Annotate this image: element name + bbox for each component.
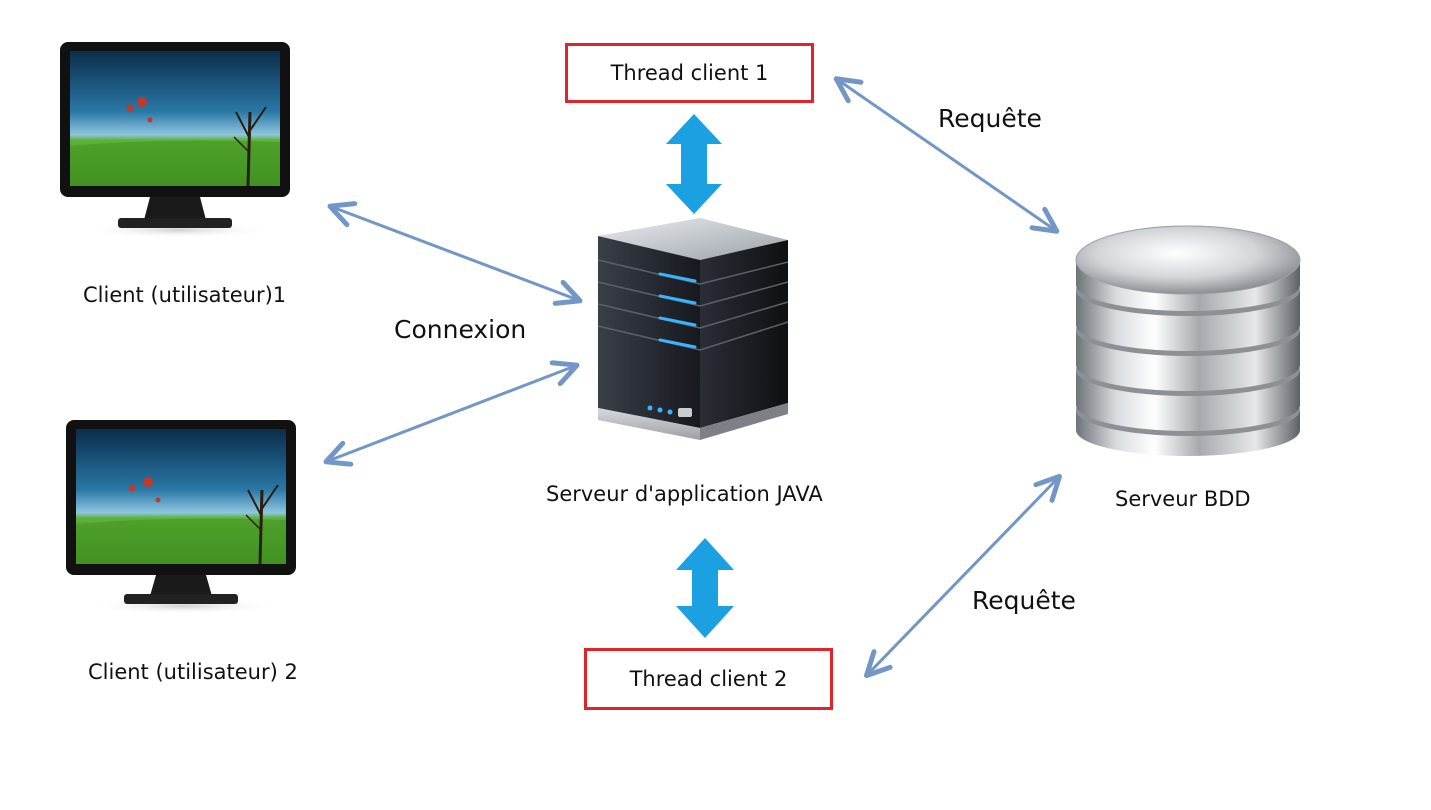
- requete-top-label: Requête: [938, 104, 1042, 133]
- connexion-label: Connexion: [394, 315, 527, 344]
- database-icon: [1075, 225, 1301, 456]
- requete-bottom-label: Requête: [972, 586, 1076, 615]
- app-server-icon: [597, 218, 789, 440]
- client-2-monitor-icon: [66, 420, 296, 614]
- connexion-arrow-client-2: [328, 366, 575, 461]
- thread-client-2-label: Thread client 2: [629, 667, 788, 691]
- requete-arrow-thread-1: [838, 80, 1055, 230]
- thread-client-2-box: Thread client 2: [584, 648, 833, 710]
- db-server-label: Serveur BDD: [1115, 487, 1251, 511]
- thread-client-1-label: Thread client 1: [610, 61, 769, 85]
- thread-client-1-box: Thread client 1: [565, 43, 814, 103]
- thread-1-double-arrow-icon: [666, 114, 722, 214]
- client-1-monitor-icon: [60, 42, 290, 238]
- thread-2-double-arrow-icon: [676, 538, 734, 638]
- app-server-label: Serveur d'application JAVA: [546, 482, 823, 506]
- requete-arrow-thread-2: [868, 478, 1058, 674]
- client-1-label: Client (utilisateur)1: [83, 283, 287, 307]
- client-2-label: Client (utilisateur) 2: [88, 660, 298, 684]
- connexion-arrow-client-1: [332, 207, 578, 300]
